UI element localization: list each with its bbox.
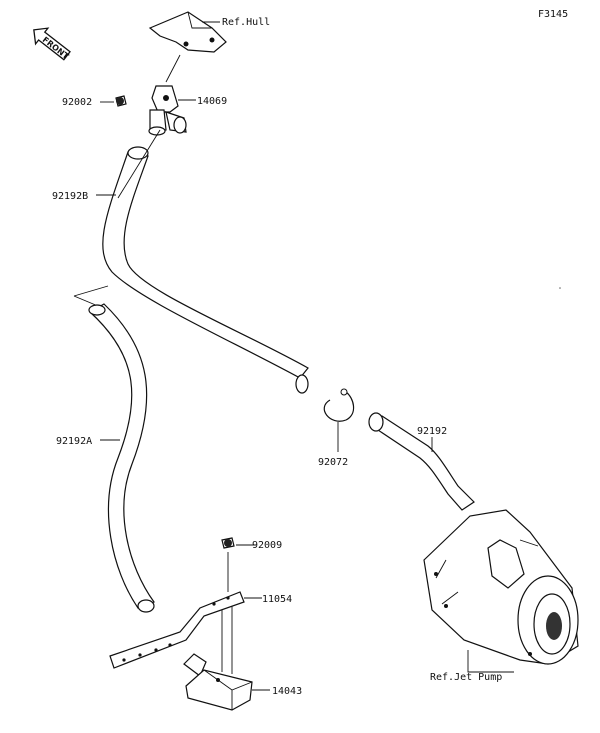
screw-92009: [221, 537, 235, 549]
label-92002: 92002: [62, 97, 92, 108]
clamp-92072: [323, 388, 355, 422]
label-92072: 92072: [318, 457, 348, 468]
label-ref-jet-pump: Ref.Jet Pump: [430, 672, 502, 683]
strap-11054: [109, 591, 245, 669]
label-92192a: 92192A: [56, 436, 92, 447]
sheet-code: F3145: [538, 9, 568, 20]
hose-92192b: [102, 146, 309, 394]
screw-92002: [115, 95, 127, 107]
label-92192: 92192: [417, 426, 447, 437]
label-14043: 14043: [272, 686, 302, 697]
label-11054: 11054: [262, 594, 292, 605]
label-ref-hull: Ref.Hull: [222, 17, 270, 28]
jet-pump: [423, 509, 579, 665]
hose-92192: [368, 412, 475, 511]
strainer-14043: [183, 653, 253, 711]
label-14069: 14069: [197, 96, 227, 107]
hose-92192a: [88, 303, 155, 613]
label-92192b: 92192B: [52, 191, 88, 202]
hull-bracket: [148, 11, 227, 53]
label-92009: 92009: [252, 540, 282, 551]
front-arrow: FRONT: [33, 27, 71, 61]
fitting-14069: [148, 85, 187, 136]
